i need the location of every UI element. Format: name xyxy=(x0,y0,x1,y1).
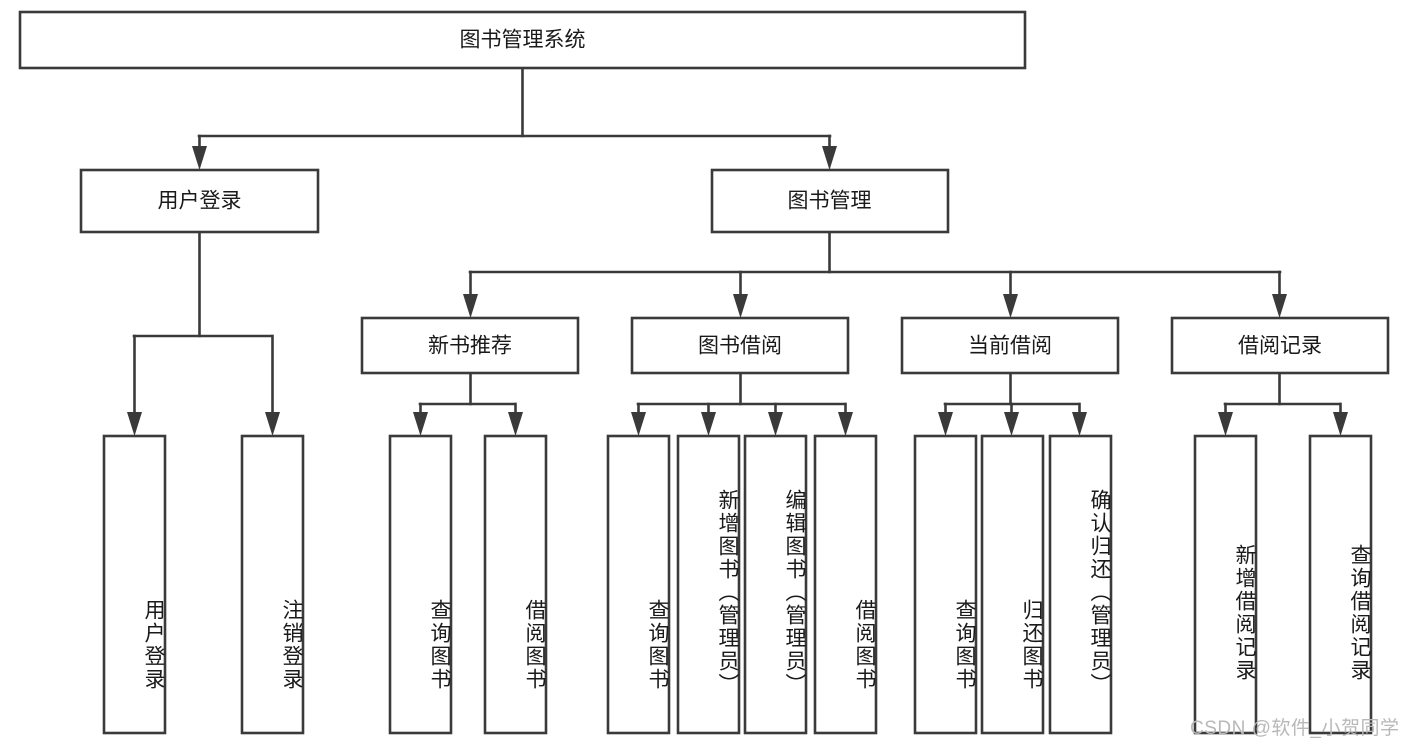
arrow-head-leaf-edit-book xyxy=(768,412,783,436)
arrow-head-leaf-confirm-return xyxy=(1072,412,1087,436)
connector-group-user-login-children xyxy=(127,230,280,436)
node-current-borrow[interactable]: 当前借阅 xyxy=(900,316,1120,375)
arrow-head-leaf-borrow-book-b xyxy=(838,412,853,436)
node-root-label: 图书管理系统 xyxy=(460,29,586,52)
node-book-borrow-label: 图书借阅 xyxy=(698,335,782,358)
leaf-box-query-borrow-record[interactable] xyxy=(1308,434,1373,735)
node-root-box[interactable] xyxy=(18,10,1027,70)
node-book-management[interactable]: 图书管理 xyxy=(710,168,950,234)
arrow-head-book-borrow xyxy=(733,294,748,318)
node-root[interactable]: 图书管理系统 xyxy=(18,10,1027,70)
leaf-box-group xyxy=(102,434,1373,735)
node-book-borrow-box[interactable] xyxy=(630,316,850,375)
arrow-head-leaf-user-login xyxy=(127,412,142,436)
leaf-box-add-borrow-record[interactable] xyxy=(1193,434,1258,735)
node-user-login[interactable]: 用户登录 xyxy=(79,168,320,234)
leaf-box-add-book-admin[interactable] xyxy=(676,434,741,735)
connector-group-current-borrow-children xyxy=(938,371,1087,436)
leaf-box-query-book-borrow[interactable] xyxy=(606,434,671,735)
node-user-login-box[interactable] xyxy=(79,168,320,234)
arrow-head-leaf-add-record xyxy=(1218,412,1233,436)
arrow-head-leaf-query-book-b xyxy=(631,412,646,436)
leaf-box-edit-book-admin[interactable] xyxy=(743,434,808,735)
leaf-box-confirm-return-admin[interactable] xyxy=(1048,434,1113,735)
arrow-head-user-login xyxy=(192,146,207,170)
csdn-watermark: CSDN @软件_小贺同学 xyxy=(1190,718,1400,739)
leaf-box-borrow-book-newrec[interactable] xyxy=(483,434,548,735)
leaf-box-user-login[interactable] xyxy=(102,434,167,735)
node-book-borrow[interactable]: 图书借阅 xyxy=(630,316,850,375)
node-book-management-label: 图书管理 xyxy=(788,190,872,213)
connector-group-book-borrow-children xyxy=(631,371,853,436)
connector-group-borrow-record-children xyxy=(1218,371,1348,436)
arrow-head-leaf-borrow-book-a xyxy=(508,412,523,436)
arrow-head-leaf-add-book xyxy=(701,412,716,436)
connector-group-book-mgmt-children xyxy=(463,230,1287,318)
node-new-book-recommend-box[interactable] xyxy=(360,316,580,375)
node-borrow-record-label: 借阅记录 xyxy=(1238,335,1322,358)
connector-group-root-to-level2 xyxy=(192,66,837,170)
arrow-head-current-borrow xyxy=(1003,294,1018,318)
arrow-head-leaf-return-book xyxy=(1004,412,1019,436)
arrow-head-leaf-query-record xyxy=(1333,412,1348,436)
arrow-head-borrow-record xyxy=(1272,294,1287,318)
arrow-head-leaf-query-book-a xyxy=(413,412,428,436)
arrow-head-leaf-logout xyxy=(265,412,280,436)
node-user-login-label: 用户登录 xyxy=(158,190,242,213)
leaf-box-borrow-book[interactable] xyxy=(813,434,878,735)
arrow-head-new-book-rec xyxy=(463,294,478,318)
arrow-head-leaf-query-book-c xyxy=(938,412,953,436)
node-current-borrow-label: 当前借阅 xyxy=(968,335,1052,358)
leaf-box-logout[interactable] xyxy=(240,434,305,735)
node-current-borrow-box[interactable] xyxy=(900,316,1120,375)
node-borrow-record-box[interactable] xyxy=(1170,316,1390,375)
arrow-head-book-mgmt xyxy=(822,146,837,170)
node-new-book-recommend-label: 新书推荐 xyxy=(428,335,512,358)
leaf-box-return-book[interactable] xyxy=(980,434,1045,735)
node-borrow-record[interactable]: 借阅记录 xyxy=(1170,316,1390,375)
node-book-management-box[interactable] xyxy=(710,168,950,234)
leaf-box-query-book-newrec[interactable] xyxy=(388,434,453,735)
node-new-book-recommend[interactable]: 新书推荐 xyxy=(360,316,580,375)
connector-group-new-book-rec-children xyxy=(413,371,523,436)
leaf-box-query-book-current[interactable] xyxy=(913,434,978,735)
